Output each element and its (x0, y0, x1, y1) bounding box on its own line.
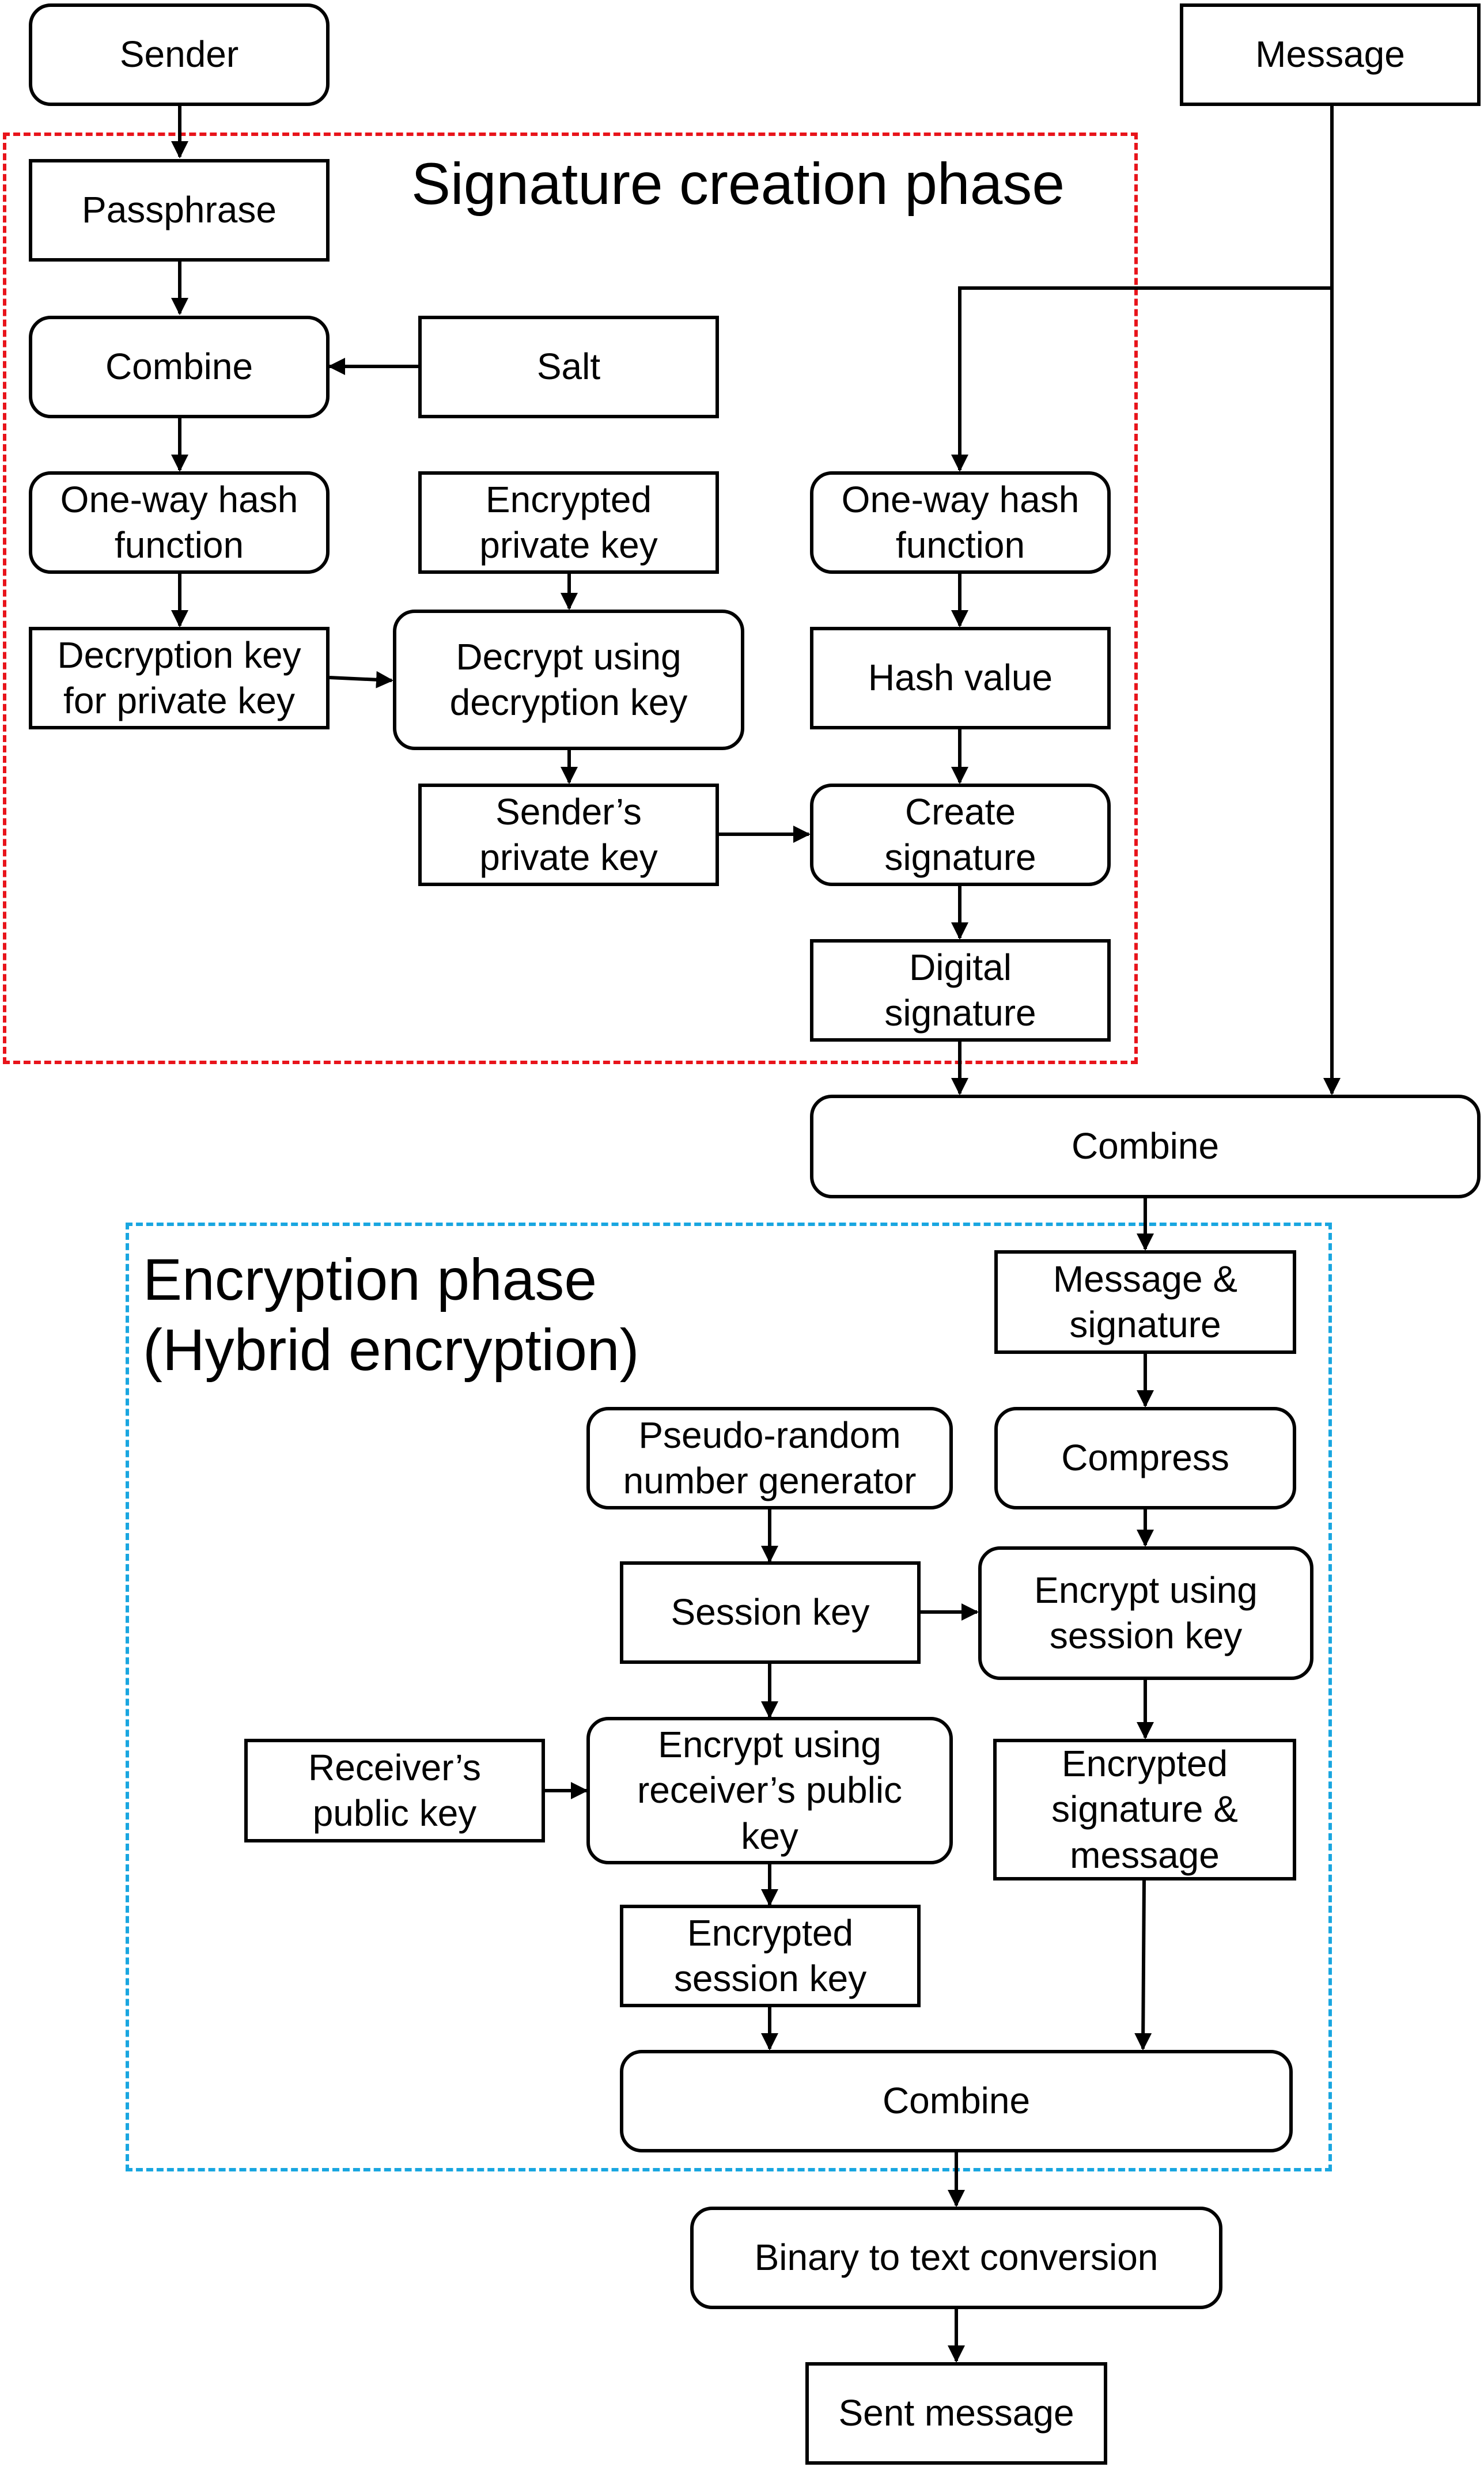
session-key-node: Session key (620, 1561, 921, 1664)
sent-message-node: Sent message (805, 2362, 1107, 2465)
decryption-key-node: Decryption key for private key (29, 627, 330, 729)
combine-node-3: Combine (620, 2050, 1293, 2152)
encrypt-using-receivers-public-key-node: Encrypt using receiver’s public key (586, 1717, 953, 1864)
edge-encsigmsg-combine3 (1134, 1880, 1152, 2050)
passphrase-node: Passphrase (29, 159, 330, 262)
encryption-title-line2: (Hybrid encryption) (143, 1317, 639, 1383)
salt-node: Salt (418, 316, 719, 418)
create-signature-node: Create signature (810, 784, 1111, 886)
encrypted-session-key-node: Encrypted session key (620, 1905, 921, 2007)
binary-to-text-node: Binary to text conversion (690, 2207, 1222, 2309)
senders-private-key-node: Sender’s private key (418, 784, 719, 886)
encrypted-signature-message-node: Encrypted signature & message (993, 1739, 1296, 1880)
digital-signature-node: Digital signature (810, 939, 1111, 1042)
hash-value-node: Hash value (810, 627, 1111, 729)
message-and-signature-node: Message & signature (994, 1250, 1296, 1354)
edge-message-hash2 (951, 286, 1332, 472)
encryption-region-title: Encryption phase (Hybrid encryption) (143, 1244, 639, 1386)
hash-function-node-2: One-way hash function (810, 471, 1111, 574)
combine-node-1: Combine (29, 316, 330, 418)
encryption-phase-region (126, 1223, 1332, 2171)
receivers-public-key-node: Receiver’s public key (244, 1739, 545, 1842)
prng-node: Pseudo-random number generator (586, 1407, 953, 1509)
sender-node: Sender (29, 3, 330, 106)
signature-region-title: Signature creation phase (411, 151, 1065, 217)
signature-creation-region (3, 133, 1138, 1064)
encrypt-using-session-key-node: Encrypt using session key (978, 1546, 1313, 1680)
compress-node: Compress (994, 1407, 1296, 1509)
message-node: Message (1180, 3, 1481, 106)
decrypt-using-decryption-key-node: Decrypt using decryption key (393, 610, 744, 750)
hash-function-node-1: One-way hash function (29, 471, 330, 574)
edge-decryptionkey-decrypt (329, 671, 393, 688)
encrypted-private-key-node: Encrypted private key (418, 471, 719, 574)
combine-node-2: Combine (810, 1095, 1481, 1198)
encryption-title-line1: Encryption phase (143, 1247, 597, 1312)
